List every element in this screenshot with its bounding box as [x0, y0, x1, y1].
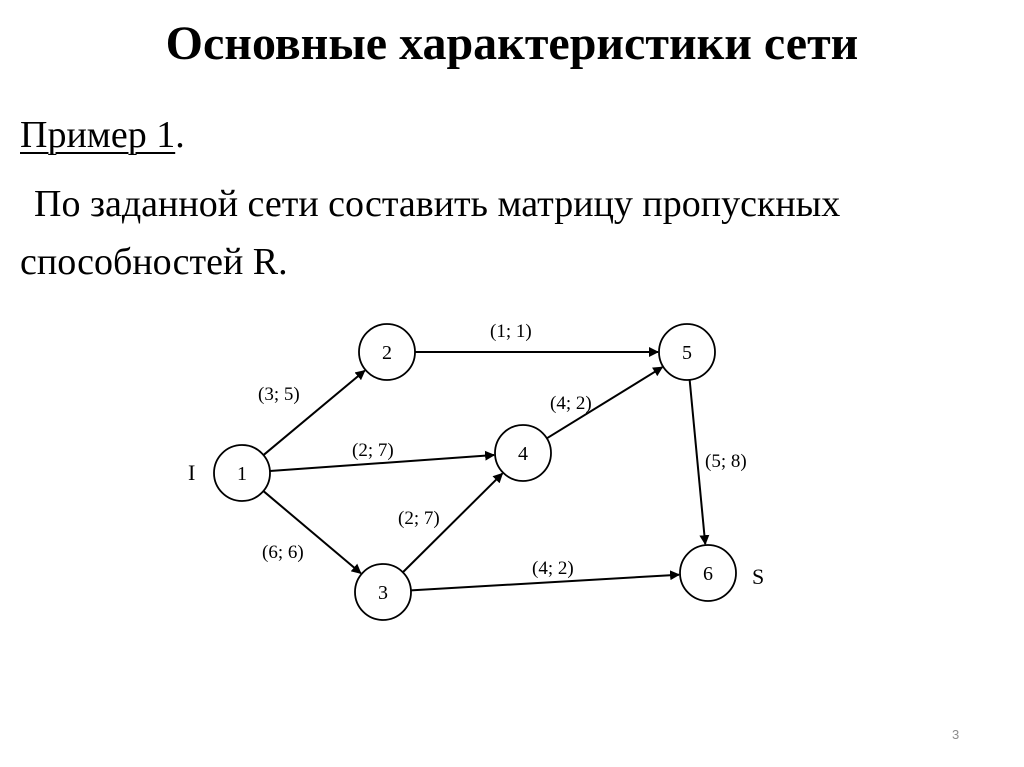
- edge-label-1-2: (3; 5): [258, 384, 300, 405]
- node-6: 6: [679, 544, 737, 602]
- node-3: 3: [354, 563, 412, 621]
- source-label: I: [188, 460, 195, 485]
- example-period: .: [175, 114, 185, 156]
- svg-text:5: 5: [682, 342, 692, 364]
- svg-text:6: 6: [703, 563, 713, 585]
- edge-3-6: [410, 570, 681, 592]
- edge-label-2-5: (1; 1): [490, 321, 532, 342]
- edge-label-4-5: (4; 2): [550, 393, 592, 414]
- svg-text:3: 3: [378, 582, 388, 604]
- edge-3-4: [402, 472, 504, 573]
- node-4: 4: [494, 424, 552, 482]
- svg-text:1: 1: [237, 463, 247, 485]
- node-2: 2: [358, 323, 416, 381]
- node-1: 1: [213, 444, 271, 502]
- edge-5-6: [688, 379, 710, 546]
- edge-4-5: [546, 366, 664, 440]
- svg-text:2: 2: [382, 342, 392, 364]
- edges-group: [262, 347, 710, 592]
- slide-title: Основные характеристики сети: [165, 17, 859, 70]
- slide-page-number: 3: [952, 727, 960, 742]
- edge-labels-group: (3; 5) (2; 7) (6; 6) (1; 1) (2; 7) (4; 2) (4; …: [258, 321, 747, 579]
- edge-label-1-3: (6; 6): [262, 542, 304, 563]
- task-line-2: способностей R.: [20, 241, 288, 283]
- node-5: 5: [658, 323, 716, 381]
- edge-1-2: [262, 369, 366, 456]
- nodes-group: 1 2 3 4 5 6: [213, 323, 737, 621]
- edge-label-3-4: (2; 7): [398, 508, 440, 529]
- example-heading: Пример 1.: [20, 110, 185, 160]
- edge-label-5-6: (5; 8): [705, 451, 747, 472]
- svg-text:4: 4: [518, 443, 528, 465]
- task-text: По заданной сети составить матрицу пропу…: [20, 175, 1020, 291]
- edge-1-4: [269, 450, 496, 473]
- edge-label-1-4: (2; 7): [352, 440, 394, 461]
- sink-label: S: [752, 564, 764, 589]
- example-label: Пример 1: [20, 114, 176, 156]
- edge-label-3-6: (4; 2): [532, 558, 574, 579]
- task-line-1: По заданной сети составить матрицу пропу…: [34, 183, 841, 225]
- edge-1-3: [262, 490, 362, 575]
